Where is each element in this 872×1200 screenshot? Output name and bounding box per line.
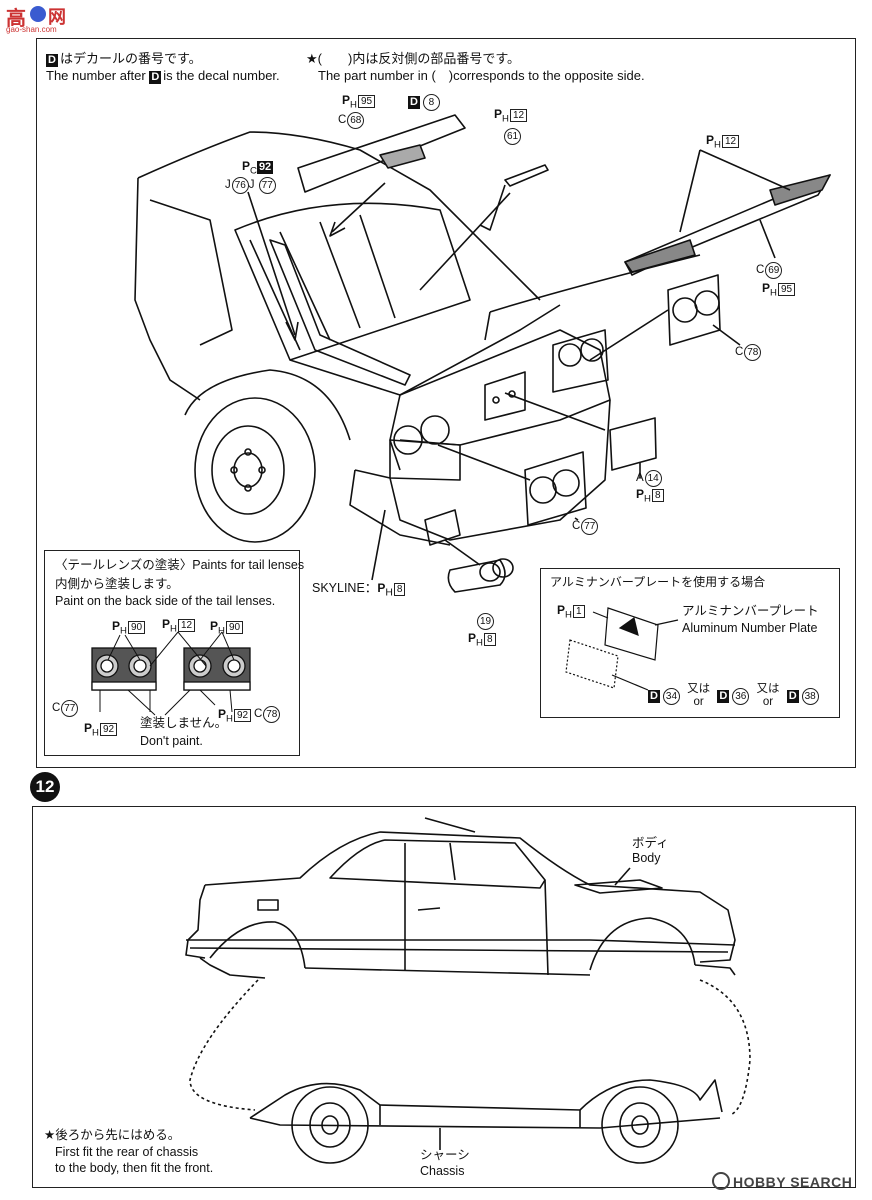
step12-panel: [32, 806, 856, 1188]
instruction-en-1: First fit the rear of chassis: [55, 1145, 199, 1159]
logo-text: 网: [48, 7, 66, 27]
chassis-label-jp: シャーシ: [420, 1148, 470, 1162]
body-label-en: Body: [632, 851, 661, 865]
plate-box-title: アルミナンバープレートを使用する場合: [550, 575, 766, 589]
dont-paint-en: Don't paint.: [140, 734, 203, 748]
tail-box-title: 〈テールレンズの塗装〉Paints for tail lenses: [55, 558, 305, 572]
callout-19: 19: [476, 613, 494, 630]
watermark-url: gao-shan.com: [6, 25, 57, 34]
tail-lens-paint-box: [44, 550, 300, 756]
instruction-jp: ★後ろから先にはめる。: [44, 1128, 181, 1142]
tail-box-line2: 内側から塗装します。: [55, 577, 179, 591]
tail-box-line3: Paint on the back side of the tail lense…: [55, 594, 276, 608]
brand-logo-icon: [712, 1172, 730, 1190]
instruction-en-2: to the body, then fit the front.: [55, 1161, 214, 1175]
step-number-badge: 12: [30, 772, 60, 802]
plate-label-en: Aluminum Number Plate: [682, 621, 818, 635]
footer-brand: HOBBY SEARCH: [712, 1172, 852, 1190]
chassis-label-en: Chassis: [420, 1164, 465, 1178]
logo-mark: 高: [6, 8, 26, 30]
decal-mark-icon: D: [46, 54, 58, 67]
decal-mark-icon: D: [149, 71, 162, 84]
opposite-note-jp: ★( )内は反対側の部品番号です。: [306, 51, 521, 66]
watermark-logo: 高 网 gao-shan.com: [4, 2, 74, 36]
dont-paint-jp: 塗装しません。: [140, 716, 228, 730]
body-label-jp: ボディ: [632, 836, 669, 850]
logo-badge-icon: [30, 6, 46, 22]
callout-61: 61: [503, 128, 521, 145]
opposite-note-en: The part number in ( )corresponds to the…: [318, 68, 645, 83]
plate-label-jp: アルミナンバープレート: [682, 604, 819, 618]
